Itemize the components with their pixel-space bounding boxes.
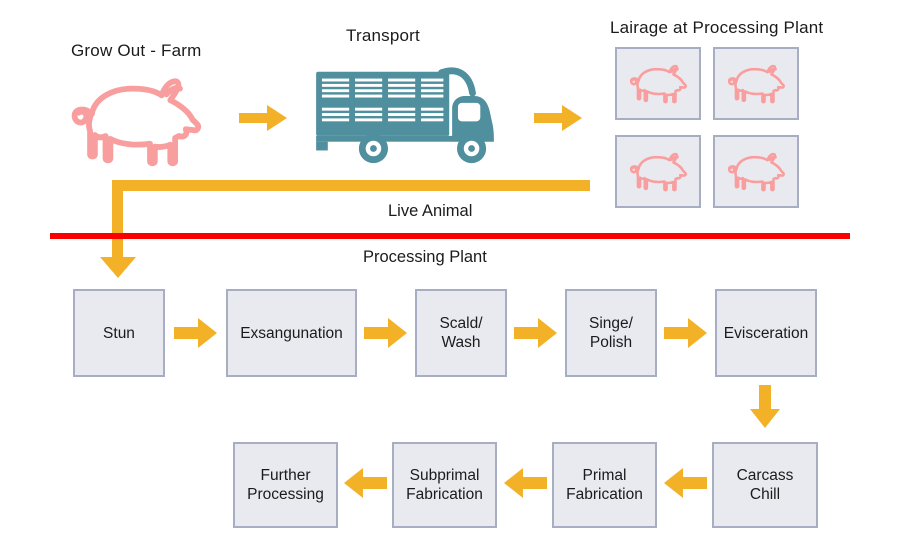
processing-plant-label: Processing Plant xyxy=(363,248,487,266)
process-box-label: Singe/ Polish xyxy=(589,315,633,351)
connector-horizontal-segment xyxy=(112,180,590,191)
process-box-singe-polish: Singe/ Polish xyxy=(565,289,657,377)
arrow-left-icon xyxy=(504,468,547,498)
lairage-stage-label: Lairage at Processing Plant xyxy=(610,18,824,37)
process-box-exsangunation: Exsangunation xyxy=(226,289,357,377)
pig-icon xyxy=(629,64,687,104)
lairage-pen xyxy=(713,47,799,120)
arrow-right-icon xyxy=(664,318,707,348)
process-box-label: Carcass Chill xyxy=(736,467,794,503)
transport-stage-label: Transport xyxy=(346,26,420,45)
arrow-right-icon xyxy=(514,318,557,348)
process-box-stun: Stun xyxy=(73,289,165,377)
arrow-left-icon xyxy=(344,468,387,498)
process-box-subprimal-fabrication: Subprimal Fabrication xyxy=(392,442,497,528)
process-box-label: Exsangunation xyxy=(240,324,343,342)
process-box-scald-wash: Scald/ Wash xyxy=(415,289,507,377)
lairage-pen xyxy=(713,135,799,208)
pig-icon xyxy=(727,152,785,192)
process-box-primal-fabrication: Primal Fabrication xyxy=(552,442,657,528)
lairage-pen xyxy=(615,47,701,120)
pig-icon xyxy=(727,64,785,104)
arrow-left-icon xyxy=(664,468,707,498)
process-box-label: Evisceration xyxy=(723,324,809,342)
pig-icon xyxy=(71,78,202,167)
process-box-evisceration: Evisceration xyxy=(715,289,817,377)
lairage-pen xyxy=(615,135,701,208)
process-box-carcass-chill: Carcass Chill xyxy=(712,442,818,528)
process-box-label: Stun xyxy=(103,324,135,342)
arrow-right-icon xyxy=(174,318,217,348)
process-box-further-processing: Further Processing xyxy=(233,442,338,528)
arrow-right-icon xyxy=(364,318,407,348)
pig-icon xyxy=(629,152,687,192)
live-animal-label: Live Animal xyxy=(388,202,473,220)
arrow-right-icon xyxy=(534,105,582,131)
divider-line xyxy=(50,233,850,239)
connector-arrowhead-down-icon xyxy=(100,257,136,278)
process-box-label: Further Processing xyxy=(247,467,324,503)
arrow-right-icon xyxy=(239,105,287,131)
process-box-label: Subprimal Fabrication xyxy=(406,467,483,503)
farm-stage-label: Grow Out - Farm xyxy=(71,41,202,60)
process-box-label: Scald/ Wash xyxy=(439,315,483,351)
arrow-down-icon xyxy=(750,385,780,428)
livestock-truck-icon xyxy=(316,67,494,164)
process-box-label: Primal Fabrication xyxy=(566,467,643,503)
connector-vertical-segment xyxy=(112,180,123,258)
